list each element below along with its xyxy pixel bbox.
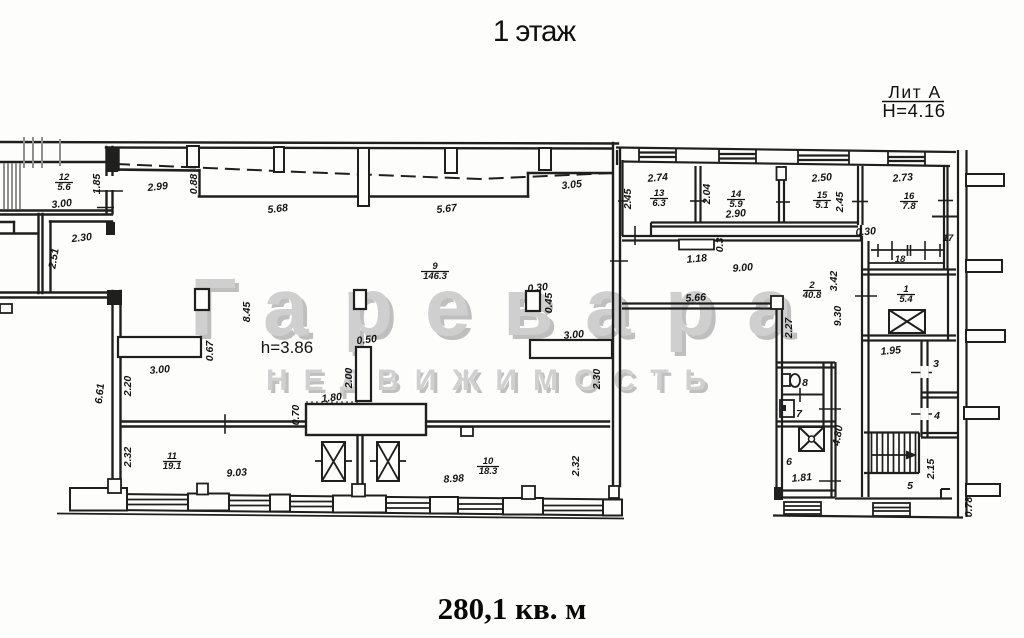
svg-text:2.51: 2.51 xyxy=(46,247,62,270)
svg-text:6.61: 6.61 xyxy=(93,383,107,405)
svg-text:р: р xyxy=(663,260,713,351)
svg-text:5.6: 5.6 xyxy=(57,182,71,193)
svg-text:Лит А: Лит А xyxy=(888,82,941,102)
svg-text:15: 15 xyxy=(817,190,828,201)
svg-text:3.00: 3.00 xyxy=(51,197,73,211)
svg-text:18.3: 18.3 xyxy=(479,466,498,477)
svg-text:19.1: 19.1 xyxy=(163,461,182,472)
svg-text:е: е xyxy=(423,260,469,351)
svg-text:р: р xyxy=(669,266,719,357)
svg-text:8.98: 8.98 xyxy=(443,472,464,485)
svg-text:0.78: 0.78 xyxy=(963,497,975,518)
svg-text:6: 6 xyxy=(786,456,792,468)
svg-text:9.03: 9.03 xyxy=(226,466,247,479)
svg-text:4.80: 4.80 xyxy=(830,424,846,447)
svg-text:2.45: 2.45 xyxy=(834,192,846,214)
svg-text:2.32: 2.32 xyxy=(122,447,134,469)
svg-text:а: а xyxy=(263,262,310,353)
svg-text:4: 4 xyxy=(933,410,940,422)
svg-text:8: 8 xyxy=(802,377,808,389)
svg-text:е: е xyxy=(429,266,475,357)
svg-text:2: 2 xyxy=(808,280,815,291)
svg-text:3.05: 3.05 xyxy=(561,178,583,192)
svg-text:40.8: 40.8 xyxy=(802,290,822,301)
svg-text:0.88: 0.88 xyxy=(188,174,200,195)
svg-text:16: 16 xyxy=(904,191,915,202)
svg-text:13: 13 xyxy=(654,188,665,199)
svg-text:2.04: 2.04 xyxy=(701,184,713,206)
svg-text:5.4: 5.4 xyxy=(899,294,913,305)
svg-text:2.45: 2.45 xyxy=(622,189,634,211)
svg-text:h=3.86: h=3.86 xyxy=(261,338,313,357)
svg-text:11: 11 xyxy=(167,451,177,462)
svg-text:7: 7 xyxy=(796,408,803,420)
svg-text:5.66: 5.66 xyxy=(685,291,706,304)
svg-text:1.95: 1.95 xyxy=(880,344,902,358)
svg-text:5.1: 5.1 xyxy=(815,200,828,211)
svg-text:10: 10 xyxy=(483,456,494,467)
svg-text:0.30: 0.30 xyxy=(527,281,549,295)
svg-text:9.00: 9.00 xyxy=(732,261,754,275)
svg-text:9: 9 xyxy=(432,261,438,272)
svg-text:а: а xyxy=(583,260,630,351)
svg-text:1.85: 1.85 xyxy=(91,174,103,195)
svg-text:18: 18 xyxy=(895,254,906,265)
svg-text:2.50: 2.50 xyxy=(810,171,833,185)
svg-text:12: 12 xyxy=(59,172,70,183)
svg-text:2.73: 2.73 xyxy=(891,171,914,185)
svg-text:2.27: 2.27 xyxy=(783,317,795,340)
svg-text:8.45: 8.45 xyxy=(241,302,253,323)
svg-text:17: 17 xyxy=(943,233,954,244)
svg-text:2.30: 2.30 xyxy=(591,369,603,391)
svg-text:6.3: 6.3 xyxy=(652,198,666,209)
svg-text:0.45: 0.45 xyxy=(543,293,555,314)
svg-text:3.00: 3.00 xyxy=(563,328,585,342)
svg-text:р: р xyxy=(343,262,393,353)
svg-text:14: 14 xyxy=(731,189,742,200)
svg-text:а: а xyxy=(751,266,798,357)
svg-text:3.42: 3.42 xyxy=(828,271,840,292)
svg-text:3.00: 3.00 xyxy=(149,363,171,377)
svg-text:5.68: 5.68 xyxy=(267,202,289,216)
svg-text:2.00: 2.00 xyxy=(343,368,355,390)
svg-text:5.67: 5.67 xyxy=(436,202,459,216)
svg-text:р: р xyxy=(347,266,397,357)
svg-text:1.81: 1.81 xyxy=(791,471,813,485)
svg-text:2.74: 2.74 xyxy=(646,171,669,185)
svg-text:2.20: 2.20 xyxy=(122,376,134,398)
svg-text:а: а xyxy=(267,266,314,357)
svg-text:1.18: 1.18 xyxy=(686,252,708,266)
svg-text:1.80: 1.80 xyxy=(321,391,343,405)
svg-text:Н=4.16: Н=4.16 xyxy=(882,100,945,121)
svg-text:1: 1 xyxy=(903,284,908,295)
svg-text:0.50: 0.50 xyxy=(356,333,378,347)
svg-text:5.9: 5.9 xyxy=(729,199,743,210)
svg-text:2.32: 2.32 xyxy=(570,456,582,478)
svg-text:а: а xyxy=(745,260,792,351)
svg-text:2.15: 2.15 xyxy=(925,459,937,481)
svg-text:9.30: 9.30 xyxy=(832,306,844,327)
svg-text:2.99: 2.99 xyxy=(146,180,169,194)
svg-text:3: 3 xyxy=(933,358,939,370)
svg-text:146.3: 146.3 xyxy=(423,271,447,282)
svg-text:7.8: 7.8 xyxy=(902,201,916,212)
svg-text:1 этаж: 1 этаж xyxy=(493,15,577,48)
svg-text:0.30: 0.30 xyxy=(855,225,877,239)
svg-text:0.70: 0.70 xyxy=(290,405,302,426)
svg-text:0.3: 0.3 xyxy=(714,238,726,253)
svg-text:5: 5 xyxy=(907,480,913,492)
svg-text:е: е xyxy=(425,262,471,353)
svg-text:а: а xyxy=(261,260,308,351)
svg-text:0.67: 0.67 xyxy=(204,340,216,362)
svg-text:280,1 кв. м: 280,1 кв. м xyxy=(438,591,587,626)
svg-text:НЕДВИЖИМОСТЬ: НЕДВИЖИМОСТЬ xyxy=(269,367,725,400)
svg-text:НЕДВИЖИМОСТЬ: НЕДВИЖИМОСТЬ xyxy=(266,364,722,397)
svg-text:2.90: 2.90 xyxy=(724,207,747,221)
svg-text:2.30: 2.30 xyxy=(70,231,93,245)
svg-text:НЕДВИЖИМОСТЬ: НЕДВИЖИМОСТЬ xyxy=(264,362,720,395)
